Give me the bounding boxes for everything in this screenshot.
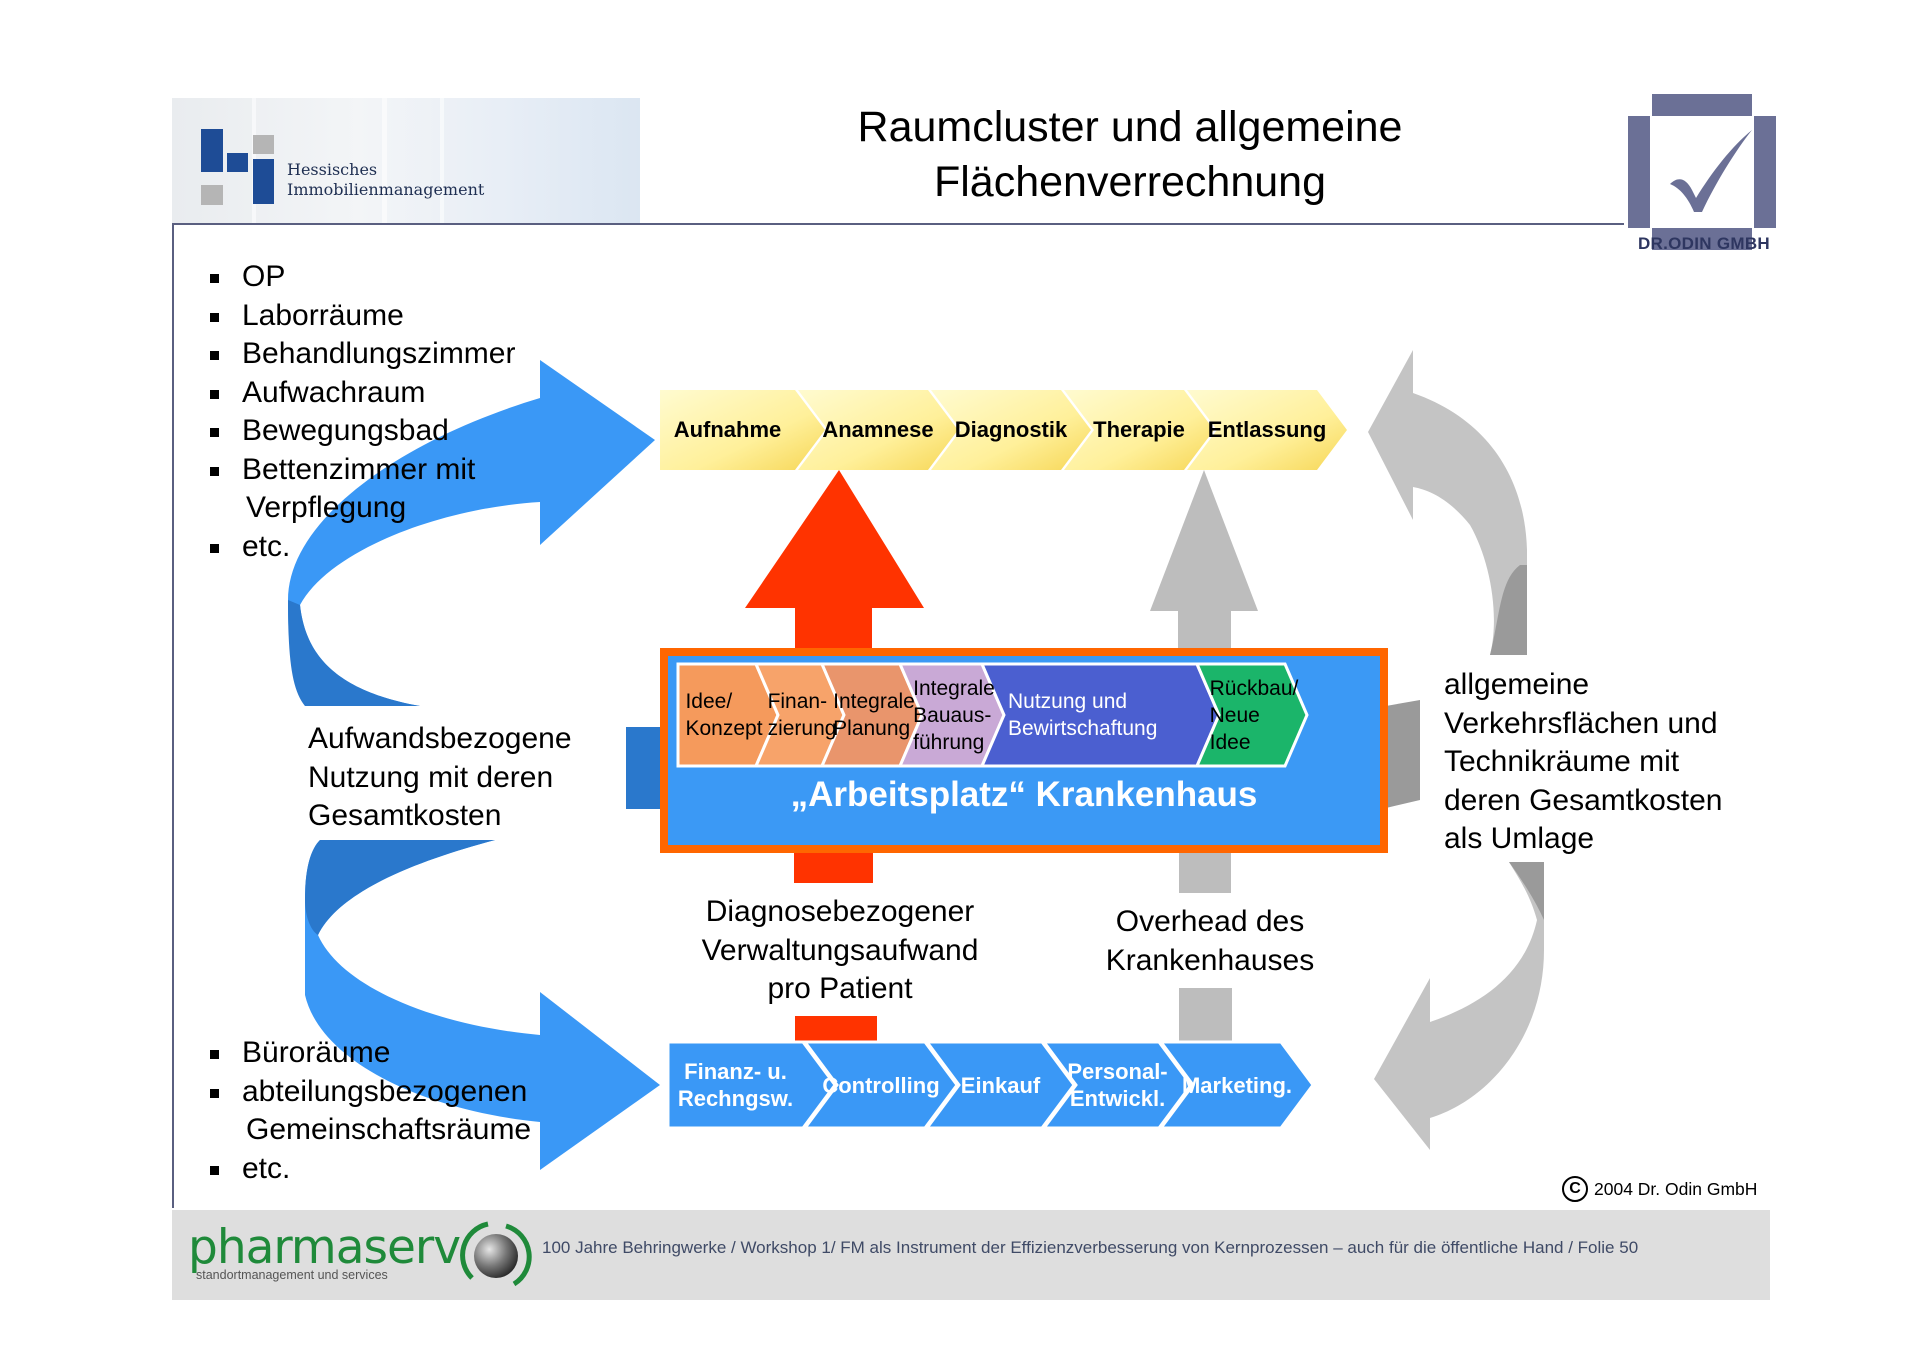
pharmaserv-tagline: standortmanagement und services xyxy=(196,1268,388,1282)
allocation-label: allgemeine Verkehrsflächen und Technikrä… xyxy=(1444,668,1723,855)
footer-caption: 100 Jahre Behringwerke / Workshop 1/ FM … xyxy=(542,1238,1639,1257)
header-divider xyxy=(172,223,1624,225)
process-step-label: Anamnese xyxy=(822,417,934,442)
logo-square xyxy=(253,135,274,154)
right-connector-block xyxy=(1386,700,1420,808)
list-item: Aufwachraum xyxy=(208,374,515,413)
list-item: Bewegungsbad xyxy=(208,412,515,451)
odin-company-name: DR.ODIN GMBH xyxy=(1637,234,1771,253)
usage-cost-label: Aufwandsbezogene Nutzung mit deren Gesam… xyxy=(308,722,572,832)
list-item: Gemeinschaftsräume xyxy=(246,1113,532,1146)
chevron-shape xyxy=(1194,662,1309,768)
copyright-text: 2004 Dr. Odin GmbH xyxy=(1594,1178,1758,1199)
left-connector-block xyxy=(626,727,666,809)
admin-process-row: Finanz- u.Rechngsw. Controlling Einkauf Per… xyxy=(666,1040,1315,1130)
blue-curved-arrow-bottom xyxy=(305,840,660,1170)
chevron-shape xyxy=(931,390,1091,470)
logo-square xyxy=(201,185,223,205)
overhead-label: Overhead des Krankenhauses xyxy=(1105,905,1315,977)
hessisches-immobilienmanagement-logo: Hessisches Immobilienmanagement xyxy=(172,98,640,224)
chevron-shape xyxy=(1041,1040,1193,1130)
list-item: etc. xyxy=(208,528,515,567)
copyright: C 2004 Dr. Odin GmbH xyxy=(1562,1176,1757,1202)
gray-curved-arrow-bottom xyxy=(1374,862,1544,1150)
gray-up-arrow xyxy=(1150,470,1258,1043)
blue-curved-arrow-top xyxy=(288,360,655,706)
chevron-shape xyxy=(1158,1040,1315,1130)
admin-step: Einkauf xyxy=(924,1040,1076,1130)
list-item: Behandlungszimmer xyxy=(208,335,515,374)
lifecycle-phase: Finan-zierung xyxy=(753,662,846,768)
chevron-shape xyxy=(660,390,825,470)
logo-square xyxy=(201,129,223,172)
hospital-title: „Arbeitsplatz“ Krankenhaus xyxy=(790,775,1258,814)
logo-square xyxy=(253,159,274,204)
list-item: Büroräume xyxy=(208,1034,531,1073)
patient-process-row: Aufnahme Anamnese Diagnostik Therapie Entlas… xyxy=(660,390,1347,470)
lifecycle-phase: Rückbau/Neue Idee xyxy=(1194,662,1309,768)
process-step: Anamnese xyxy=(798,390,958,470)
pharmaserv-brand: pharmaserv xyxy=(188,1220,461,1275)
lifecycle-phase: Idee/Konzept xyxy=(676,662,780,768)
odin-logo xyxy=(1628,94,1776,250)
logo-square xyxy=(227,153,248,172)
chevron-shape xyxy=(1064,390,1214,470)
admin-step-label: Finanz- u.Rechngsw. xyxy=(677,1059,794,1111)
process-step: Aufnahme xyxy=(660,390,825,470)
list-item: Laborräume xyxy=(208,297,515,336)
chevron-shape xyxy=(666,1040,837,1130)
process-step-label: Diagnostik xyxy=(954,417,1068,442)
copyright-icon: C xyxy=(1562,1176,1588,1202)
lifecycle-phase-label: Idee/Konzept xyxy=(685,690,763,740)
process-step: Diagnostik xyxy=(931,390,1091,470)
chevron-shape xyxy=(924,1040,1076,1130)
slide-title: Raumcluster und allgemeine Flächenverrec… xyxy=(857,103,1403,206)
lifecycle-phase-label: Rückbau/Neue Idee xyxy=(1209,676,1299,754)
admin-step: Finanz- u.Rechngsw. xyxy=(666,1040,837,1130)
list-item: abteilungsbezogenen xyxy=(208,1073,531,1112)
footer-bar xyxy=(172,1210,1770,1300)
checkmark-icon xyxy=(1670,130,1752,212)
gray-curved-arrow-top xyxy=(1368,350,1527,655)
admin-step: Personal-Entwickl. xyxy=(1041,1040,1193,1130)
admin-step: Marketing. xyxy=(1158,1040,1315,1130)
process-step-label: Entlassung xyxy=(1207,417,1327,442)
pharmaserv-globe-icon xyxy=(460,1221,532,1287)
admin-step-label: Einkauf xyxy=(960,1072,1041,1098)
process-step: Therapie xyxy=(1064,390,1214,470)
list-item: etc. xyxy=(208,1150,531,1189)
process-step-label: Aufnahme xyxy=(673,417,782,442)
admin-step-label: Marketing. xyxy=(1181,1072,1293,1098)
admin-step-label: Personal-Entwickl. xyxy=(1067,1059,1168,1111)
list-item: OP xyxy=(208,258,515,297)
admin-step-label: Controlling xyxy=(822,1072,940,1098)
chevron-shape xyxy=(1187,390,1347,470)
list-item: Bettenzimmer mit xyxy=(208,451,515,490)
list-item: Verpflegung xyxy=(246,491,407,524)
chevron-shape xyxy=(802,1040,959,1130)
left-divider xyxy=(172,223,174,1208)
process-step: Entlassung xyxy=(1187,390,1347,470)
hi-logo-text: Hessisches Immobilienmanagement xyxy=(287,160,485,199)
diagnosis-admin-label: Diagnosebezogener Verwaltungsaufwand pro… xyxy=(701,895,979,1005)
chevron-shape xyxy=(798,390,958,470)
admin-step: Controlling xyxy=(802,1040,959,1130)
lifecycle-phase-label: Finan-zierung xyxy=(767,690,837,740)
process-step-label: Therapie xyxy=(1093,417,1185,442)
